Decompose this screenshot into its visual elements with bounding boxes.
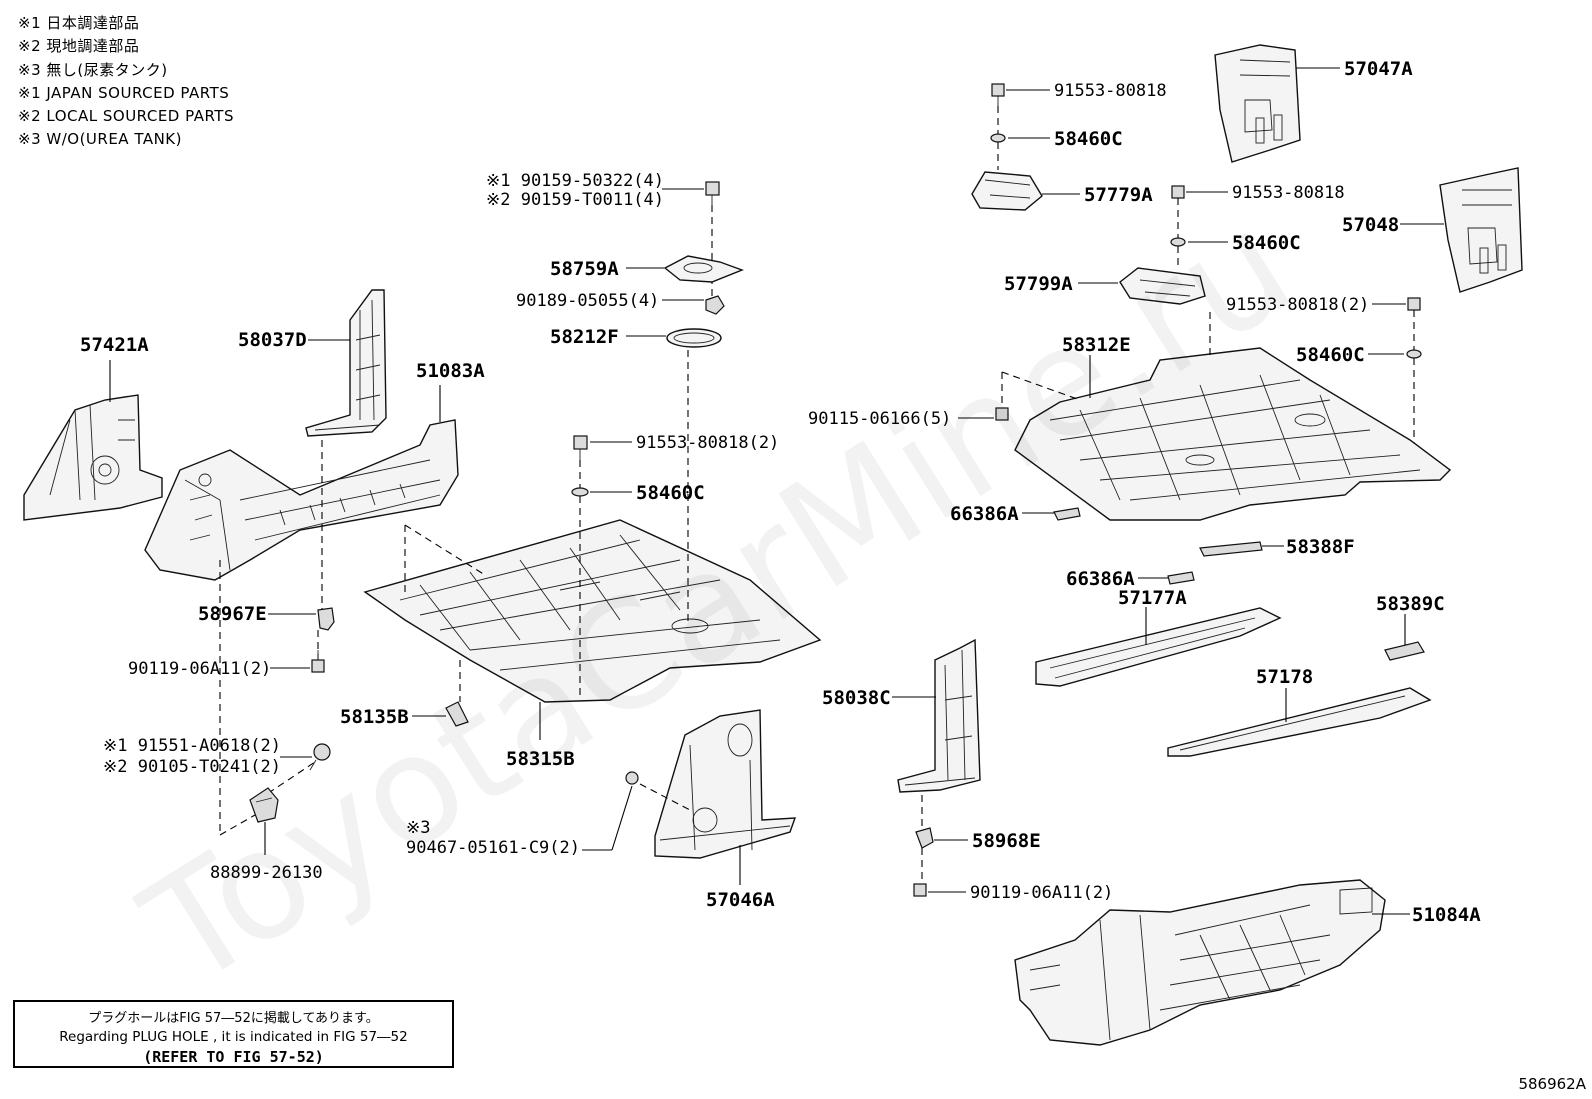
legend-line: ※2 LOCAL SOURCED PARTS [18, 107, 234, 126]
legend-line: ※2 現地調達部品 [18, 37, 140, 56]
bolt-91553-center-shape [573, 435, 588, 460]
bolt-91551-shape [309, 743, 331, 771]
part-58967E-shape [317, 607, 335, 631]
label-91553-t2: 91553-80818 [1232, 183, 1345, 203]
label-58460C-t2: 58460C [1232, 232, 1301, 254]
note-line-en: Regarding PLUG HOLE , it is indicated in… [59, 1029, 408, 1045]
bolt-90115-shape [995, 407, 1009, 421]
label-58968E: 58968E [972, 830, 1041, 852]
label-58967E: 58967E [198, 603, 267, 625]
part-57799A-shape [1119, 267, 1206, 305]
label-58388F: 58388F [1286, 536, 1355, 558]
part-57177A-shape [1035, 607, 1282, 687]
bolt-90159-shape [705, 181, 720, 205]
bolt-91553-t1-shape [991, 83, 1005, 106]
label-58389C: 58389C [1376, 593, 1445, 615]
bolt-90119-shape [311, 650, 325, 673]
part-57048-shape [1439, 167, 1523, 293]
label-90119-2: 90119-06A11(2) [970, 883, 1113, 903]
label-91553-t1: 91553-80818 [1054, 81, 1167, 101]
label-58312E: 58312E [1062, 334, 1131, 356]
label-58315B: 58315B [506, 748, 575, 770]
part-58312E-shape [1014, 347, 1452, 521]
label-57799A: 57799A [1004, 273, 1073, 295]
part-51084A-shape [1014, 879, 1386, 1046]
label-58460C-t1: 58460C [1054, 128, 1123, 150]
clip-58388F-shape [1199, 541, 1263, 557]
part-88899-shape [249, 787, 279, 823]
label-57779A: 57779A [1084, 184, 1153, 206]
label-91551: ※1 91551-A0618(2) [103, 736, 281, 756]
clip-58968E-shape [915, 827, 934, 849]
washer-58460C-t1-shape [990, 133, 1006, 143]
label-51084A: 51084A [1412, 904, 1481, 926]
washer-58460C-center-shape [571, 487, 589, 497]
label-90119-1: 90119-06A11(2) [128, 659, 271, 679]
note-line-jp: プラグホールはFIG 57―52に掲載してあります。 [88, 1011, 379, 1026]
label-66386A-1: 66386A [950, 503, 1019, 525]
label-58135B: 58135B [340, 706, 409, 728]
label-58212F: 58212F [550, 326, 619, 348]
washer-58460C-r-shape [1406, 349, 1422, 359]
part-57047A-shape [1214, 44, 1301, 163]
label-57048: 57048 [1342, 214, 1399, 236]
clip-66386A-1-shape [1053, 507, 1081, 521]
part-58759A-shape [663, 255, 744, 283]
part-57046A-shape [654, 709, 797, 859]
label-58460C-center: 58460C [636, 482, 705, 504]
part-58315B-shape [363, 519, 822, 703]
part-58037D-shape [305, 289, 387, 437]
label-90115: 90115-06166(5) [808, 409, 951, 429]
label-90467: 90467-05161-C9(2) [406, 838, 580, 858]
part-58212F-shape [666, 328, 722, 348]
legend-line: ※1 日本調達部品 [18, 14, 140, 32]
bolt-91553-r-shape [1407, 297, 1421, 311]
label-57047A: 57047A [1344, 58, 1413, 80]
note-line-refer: (REFER TO FIG 57-52) [143, 1048, 324, 1066]
label-51083A: 51083A [416, 360, 485, 382]
label-58038C: 58038C [822, 687, 891, 709]
label-57177A: 57177A [1118, 587, 1187, 609]
label-90467-note: ※3 [406, 818, 430, 838]
legend-line: ※3 W/O(UREA TANK) [18, 130, 183, 149]
part-58038C-shape [897, 638, 981, 793]
bolt-90119-2-shape [913, 883, 927, 897]
part-57779A-shape [971, 171, 1043, 211]
figure-code: 586962A [1518, 1075, 1586, 1093]
legend-line: ※1 JAPAN SOURCED PARTS [18, 83, 230, 102]
nut-90189-shape [705, 295, 725, 315]
part-57178-shape [1167, 687, 1432, 757]
label-91553-center: 91553-80818(2) [636, 433, 779, 453]
label-90159b: ※2 90159-T0011(4) [486, 190, 664, 210]
washer-58460C-t2-shape [1170, 237, 1186, 247]
legend: ※1 日本調達部品 ※2 現地調達部品 ※3 無し(尿素タンク) ※1 JAPA… [18, 12, 234, 152]
legend-line: ※3 無し(尿素タンク) [18, 60, 168, 79]
bolt-91553-t2-shape [1171, 185, 1185, 199]
fastener-90467-shape [625, 771, 639, 785]
label-90105: ※2 90105-T0241(2) [103, 757, 281, 777]
label-66386A-2: 66386A [1066, 568, 1135, 590]
clip-66386A-2-shape [1167, 571, 1195, 585]
label-90159a: ※1 90159-50322(4) [486, 171, 664, 191]
label-58759A: 58759A [550, 258, 619, 280]
part-51083A-shape [144, 419, 459, 581]
label-58460C-r: 58460C [1296, 344, 1365, 366]
label-58037D: 58037D [238, 329, 307, 351]
note-box: プラグホールはFIG 57―52に掲載してあります。 Regarding PLU… [13, 1000, 454, 1068]
label-57178: 57178 [1256, 666, 1313, 688]
label-88899: 88899-26130 [210, 863, 323, 883]
label-91553-r: 91553-80818(2) [1226, 295, 1369, 315]
part-58135B-shape [445, 701, 469, 727]
label-57421A: 57421A [80, 334, 149, 356]
label-90189: 90189-05055(4) [516, 291, 659, 311]
part-58389C-shape [1384, 641, 1425, 661]
part-57421A-shape [23, 394, 163, 521]
label-57046A: 57046A [706, 889, 775, 911]
